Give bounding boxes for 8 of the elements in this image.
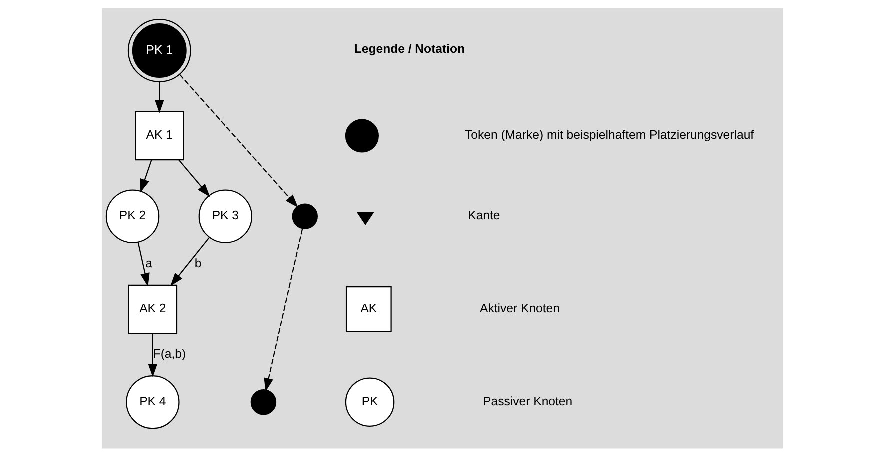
- label: Legende / Notation: [354, 42, 466, 56]
- legend-label: Aktiver Knoten: [480, 302, 560, 316]
- edge-label: a: [146, 256, 152, 270]
- legend-label: Passiver Knoten: [483, 394, 573, 408]
- edge-label: F(a,b): [153, 346, 186, 361]
- legend-label: Kante: [468, 208, 500, 223]
- edge-label: b: [194, 256, 202, 270]
- legend-label: Token (Marke) mit beispielhaftem Platzierungsverlauf: [464, 128, 754, 142]
